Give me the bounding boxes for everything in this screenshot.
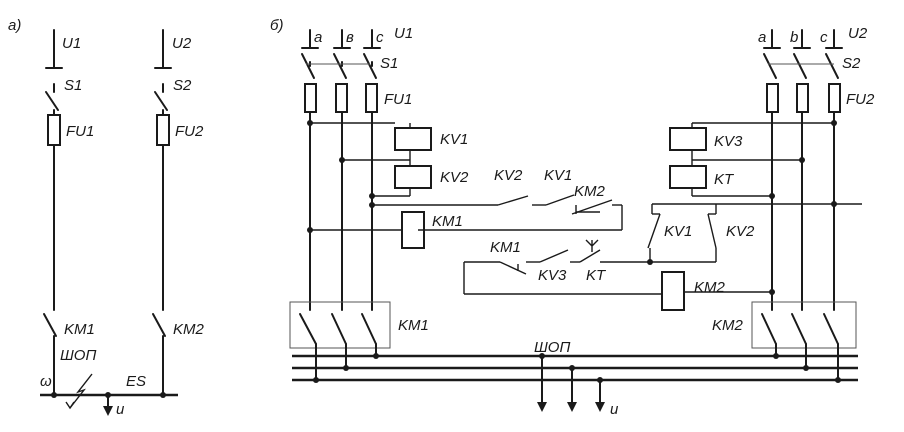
fuse-fu1-b-b (335, 83, 348, 113)
bus-label-a: ШОП (60, 347, 96, 364)
fuse-fu1-b-c (365, 83, 378, 113)
load-taps-b: u (537, 353, 619, 418)
contactor-km2-b-label: KM2 (712, 317, 744, 334)
switch-s1-label: S1 (64, 77, 82, 94)
contactor-km2-a-label: KM2 (173, 321, 205, 338)
switch-s1-b-label: S1 (380, 55, 398, 72)
phase-b-right: b (790, 29, 798, 46)
fuse-fu1-a (47, 114, 61, 146)
relay-kv3-label: KV3 (714, 133, 743, 150)
control-row-2: KM1 KV3 KT KM2 (463, 239, 775, 311)
supply-left-b: a в c U1 S1 FU1 (301, 25, 413, 311)
relay-kv2-label: KV2 (440, 169, 469, 186)
panel-b-tag: б) (270, 17, 283, 34)
coil-km2-label: KM2 (694, 279, 726, 296)
fuse-fu2-b-b (796, 83, 809, 113)
relays-right: KV3 KT KV1 KV2 (647, 120, 862, 263)
fuse-fu1-b-a (304, 83, 317, 113)
contact-right-kv1-label: KV1 (664, 223, 692, 240)
relay-kv1-label: KV1 (440, 131, 468, 148)
contact-km1-label: KM1 (490, 239, 521, 256)
relay-kv3-coil (669, 127, 707, 151)
fuse-fu2-b-label: FU2 (846, 91, 875, 108)
contact-km2-label: KM2 (574, 183, 606, 200)
fuse-fu2-b-a (766, 83, 779, 113)
relay-kt-coil (669, 165, 707, 189)
earth-switch-arrow (69, 373, 93, 409)
contactor-km1-frame (289, 301, 391, 349)
switch-s2-label: S2 (173, 77, 192, 94)
panel-a-tag: a) (8, 17, 21, 34)
fuse-fu2-a (156, 114, 170, 146)
time-delay-mark (585, 239, 599, 252)
supply-u2-label: U2 (172, 35, 192, 52)
coil-km2 (661, 271, 685, 311)
relay-kv2-coil (394, 165, 432, 189)
fuse-fu1-a-label: FU1 (66, 123, 94, 140)
contactor-km1-b: KM1 (289, 301, 429, 381)
fuse-fu2-b-c (828, 83, 841, 113)
supply-right-b: a b c U2 S2 FU2 (758, 25, 875, 311)
contactor-km2-frame (751, 301, 857, 349)
switch-s2-b-label: S2 (842, 55, 861, 72)
panel-b: б) a в c U1 S1 FU1 (270, 17, 875, 418)
contactor-km1-b-label: KM1 (398, 317, 429, 334)
contact-kv1-label: KV1 (544, 167, 572, 184)
omega-label: ω (40, 373, 52, 390)
load-label-a: u (116, 401, 125, 418)
phase-a-left: a (314, 29, 322, 46)
supply-u1-label: U1 (62, 35, 81, 52)
contactor-km2-b: KM2 (712, 301, 857, 381)
fuse-fu2-a-label: FU2 (175, 123, 204, 140)
contactor-km1-a-label: KM1 (64, 321, 95, 338)
coil-km1-label: KM1 (432, 213, 463, 230)
contact-right-kv2-label: KV2 (726, 223, 755, 240)
feeder-right-a: U2 S2 FU2 KM2 (152, 29, 205, 396)
contact-kt-label: KT (586, 267, 607, 284)
supply-u2-b-label: U2 (848, 25, 868, 42)
load-label-b: u (610, 401, 619, 418)
phase-c-right: c (820, 29, 828, 46)
relay-kv1-coil (394, 127, 432, 151)
relays-left: KV1 KV2 (307, 120, 469, 199)
bus-label-b: ШОП (534, 339, 570, 356)
phase-a-right: a (758, 29, 766, 46)
contact-kv3-label: KV3 (538, 267, 567, 284)
contact-kv2-label: KV2 (494, 167, 523, 184)
control-row-1: KV2 KV1 KM2 KM1 (307, 167, 623, 249)
relay-kt-label: KT (714, 171, 735, 188)
earth-switch-label: ES (126, 373, 146, 390)
fuse-fu1-b-label: FU1 (384, 91, 412, 108)
phase-b-left: в (346, 29, 354, 46)
panel-a: a) U1 S1 FU1 KM1 U2 S2 FU2 (8, 17, 205, 418)
feeder-left-a: U1 S1 FU1 KM1 (43, 29, 95, 396)
supply-u1-b-label: U1 (394, 25, 413, 42)
phase-c-left: c (376, 29, 384, 46)
